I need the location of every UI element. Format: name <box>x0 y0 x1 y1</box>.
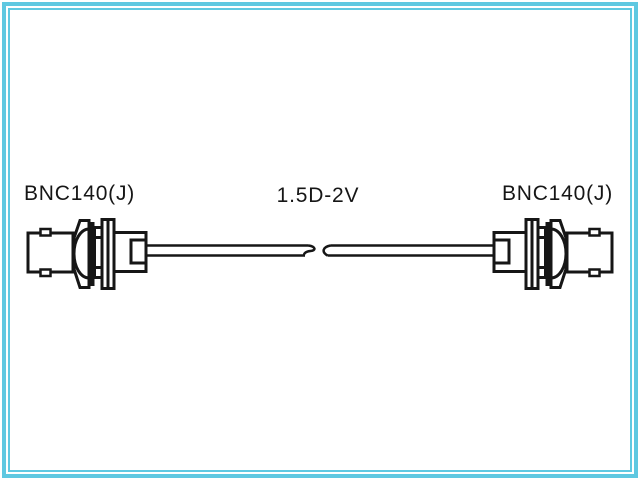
right-connector-label: BNC140(J) <box>501 182 613 205</box>
right-connector <box>492 218 614 290</box>
cable-type-label: 1.5D-2V <box>276 184 360 207</box>
left-connector <box>26 218 148 290</box>
coax-cable <box>146 244 494 257</box>
cable-break-right <box>322 244 331 257</box>
cable-break-left <box>302 244 316 257</box>
left-connector-label: BNC140(J) <box>24 182 136 205</box>
